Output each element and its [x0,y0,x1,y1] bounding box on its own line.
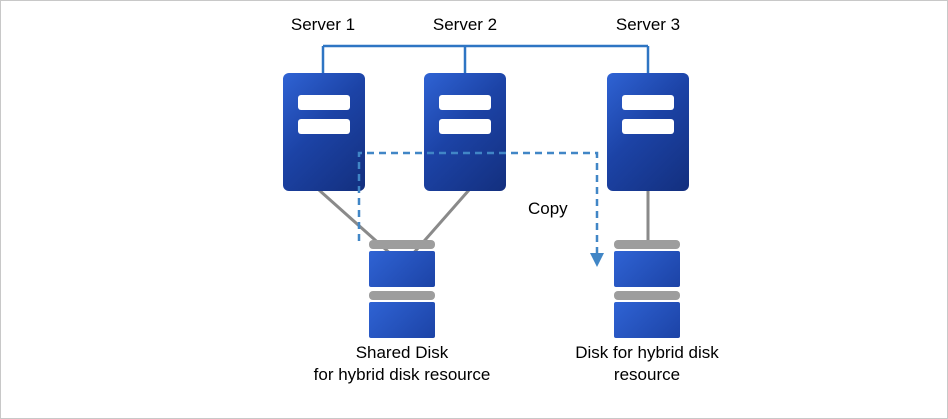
hybrid-disk-caption-line1: Disk for hybrid disk [575,343,719,362]
disk-unit-icon [369,240,435,287]
copy-flow-path [357,151,599,253]
server-2-icon [424,73,506,191]
server-1-icon [283,73,365,191]
server-slot-bar-icon [622,119,674,134]
shared-disk-caption-line1: Shared Disk [355,343,449,362]
copy-flow-arrowhead-icon [590,253,604,267]
disk-cap-icon [369,240,435,249]
server-slot-bar-icon [439,95,491,110]
disk-body-icon [369,302,435,338]
shared-disk-icon [369,240,435,338]
disk-unit-icon [369,291,435,338]
shared-disk-caption: Shared Disk for hybrid disk resource [272,342,532,386]
disk-body-icon [369,251,435,287]
disk-unit-icon [614,291,680,338]
server-3-icon [607,73,689,191]
hybrid-disk-caption-line2: resource [613,365,681,384]
disk-cap-icon [369,291,435,300]
server-slot-bar-icon [298,119,350,134]
disk-body-icon [614,302,680,338]
server-3-label: Server 3 [615,15,681,34]
server-1-label: Server 1 [290,15,356,34]
disk-cap-icon [614,240,680,249]
server-2-label: Server 2 [432,15,498,34]
shared-disk-caption-line2: for hybrid disk resource [313,365,491,384]
disk-unit-icon [614,240,680,287]
hybrid-disk-icon [614,240,680,338]
copy-label: Copy [528,199,568,218]
disk-body-icon [614,251,680,287]
disk-cap-icon [614,291,680,300]
hybrid-disk-caption: Disk for hybrid disk resource [537,342,757,386]
server-slot-bar-icon [298,95,350,110]
server-slot-bar-icon [622,95,674,110]
server-slot-bar-icon [439,119,491,134]
